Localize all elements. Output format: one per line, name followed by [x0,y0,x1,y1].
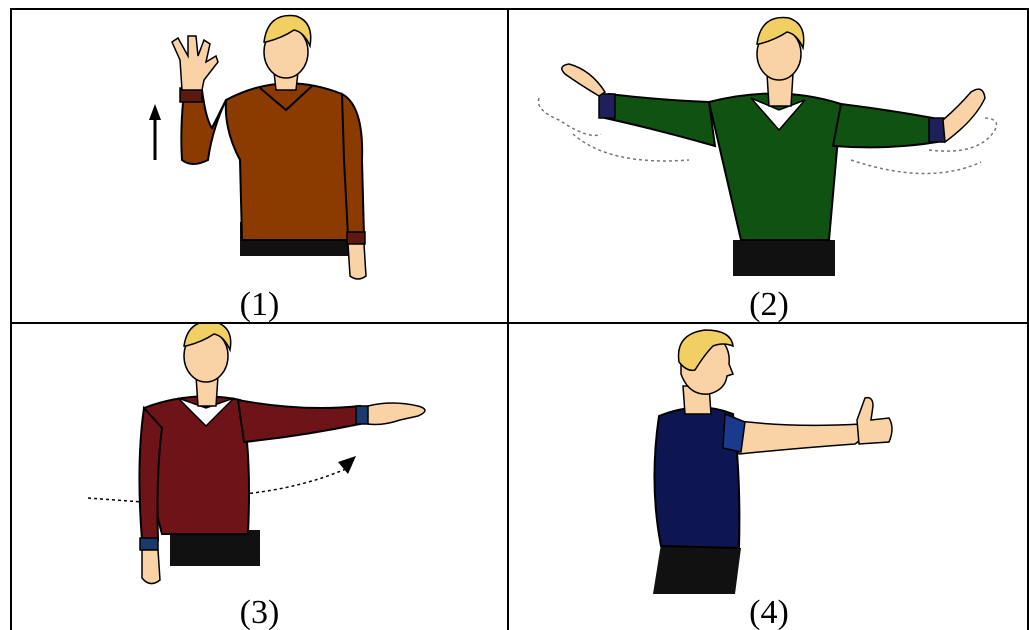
panel-4-label: (4) [509,596,1029,630]
panel-2: (2) [509,10,1029,322]
panel-2-label: (2) [509,288,1029,322]
border-middle [507,8,509,630]
border-row [10,322,1029,324]
figure-thumbs-up [509,324,1029,630]
panel-4: (4) [509,324,1029,630]
panel-1-label: (1) [12,288,507,322]
border-left [10,8,12,630]
figure-arms-spread [509,10,1029,322]
panel-3: (3) [12,324,507,630]
up-arrow-icon [149,104,161,160]
figure-arm-extended [12,324,507,630]
curve-arrow-icon [338,456,356,474]
panel-3-label: (3) [12,596,507,630]
open-palm-icon [172,36,218,90]
thumbs-up-icon [857,398,892,444]
border-top [10,8,1029,10]
figure-raised-hand [12,10,507,322]
panel-1: (1) [12,10,507,322]
